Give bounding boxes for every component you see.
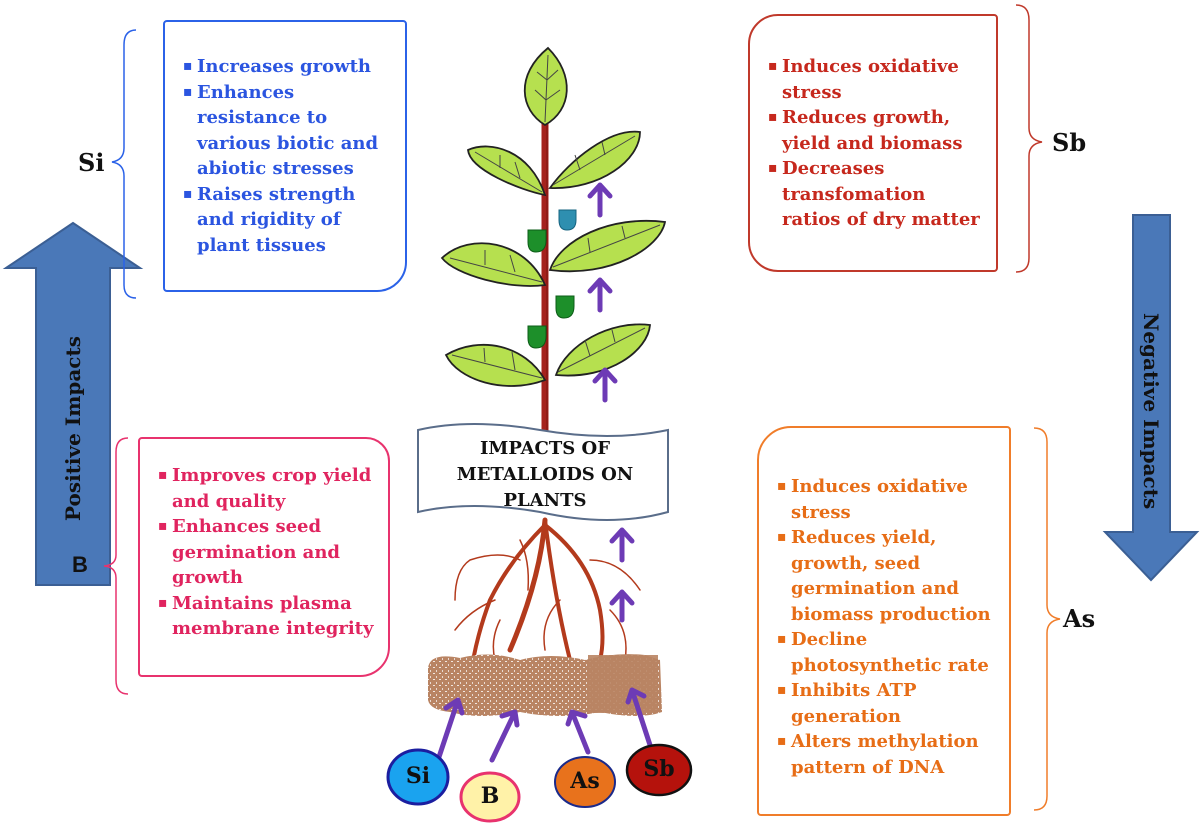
title-line: IMPACTS OF (480, 438, 610, 459)
b-circle (459, 771, 521, 823)
si-circle (386, 748, 450, 806)
negative-impacts-arrow (1102, 214, 1200, 582)
b-effects-box: Improves crop yield and quality Enhances… (138, 437, 390, 677)
positive-impacts-label: Positive Impacts (61, 336, 85, 521)
b-effect-item: Maintains plasma membrane integrity (158, 591, 378, 642)
sb-circle-label: Sb (643, 756, 675, 782)
si-bracket-label: Si (78, 148, 105, 177)
b-effect-item: Enhances seed germination and growth (158, 514, 378, 591)
as-effect-item: Inhibits ATP generation (777, 678, 999, 729)
blue-droplet (558, 209, 577, 231)
si-effect-item: Increases growth (183, 54, 395, 80)
as-effects-list: Induces oxidative stress Reduces yield, … (777, 474, 999, 780)
b-circle-label: B (480, 783, 500, 809)
as-circle-label: As (570, 768, 600, 794)
si-effects-list: Increases growth Enhances resistance to … (183, 54, 395, 259)
sb-effect-item: Reduces growth, yield and biomass (768, 105, 986, 156)
b-bracket (103, 437, 129, 695)
title-banner (417, 423, 669, 521)
as-effect-item: Alters methylation pattern of DNA (777, 729, 999, 780)
si-circle-label: Si (405, 763, 431, 789)
sb-effect-item: Induces oxidative stress (768, 54, 986, 105)
as-bracket (1033, 427, 1061, 811)
title-line: PLANTS (503, 490, 587, 511)
soil (428, 654, 662, 716)
uptake-arrows (435, 182, 653, 763)
sb-effects-list: Induces oxidative stress Reduces growth,… (768, 54, 986, 233)
as-effect-item: Decline photosynthetic rate (777, 627, 999, 678)
as-effect-item: Reduces yield, growth, seed germination … (777, 525, 999, 627)
si-effects-box: Increases growth Enhances resistance to … (163, 20, 407, 292)
as-bracket-label: As (1063, 604, 1096, 633)
droplets (527, 229, 575, 349)
leaf-veins (449, 54, 661, 379)
b-bracket-label: B (72, 552, 88, 577)
si-effect-item: Raises strength and rigidity of plant ti… (183, 182, 395, 259)
roots (454, 517, 641, 682)
negative-impacts-label: Negative Impacts (1139, 313, 1163, 510)
b-effects-list: Improves crop yield and quality Enhances… (158, 463, 378, 642)
positive-impacts-arrow (2, 221, 144, 586)
title-line: METALLOIDS ON (456, 464, 634, 485)
b-effect-item: Improves crop yield and quality (158, 463, 378, 514)
sb-effects-box: Induces oxidative stress Reduces growth,… (748, 14, 998, 272)
as-effects-box: Induces oxidative stress Reduces yield, … (757, 426, 1011, 816)
si-effect-item: Enhances resistance to various biotic an… (183, 80, 395, 182)
as-circle (554, 756, 616, 808)
sb-bracket-label: Sb (1052, 128, 1087, 157)
diagram-title: IMPACTS OF METALLOIDS ON PLANTS (425, 436, 665, 514)
as-effect-item: Induces oxidative stress (777, 474, 999, 525)
sb-bracket (1015, 4, 1043, 273)
sb-effect-item: Decreases transfomation ratios of dry ma… (768, 156, 986, 233)
si-bracket (111, 29, 137, 299)
sb-circle (625, 743, 693, 797)
